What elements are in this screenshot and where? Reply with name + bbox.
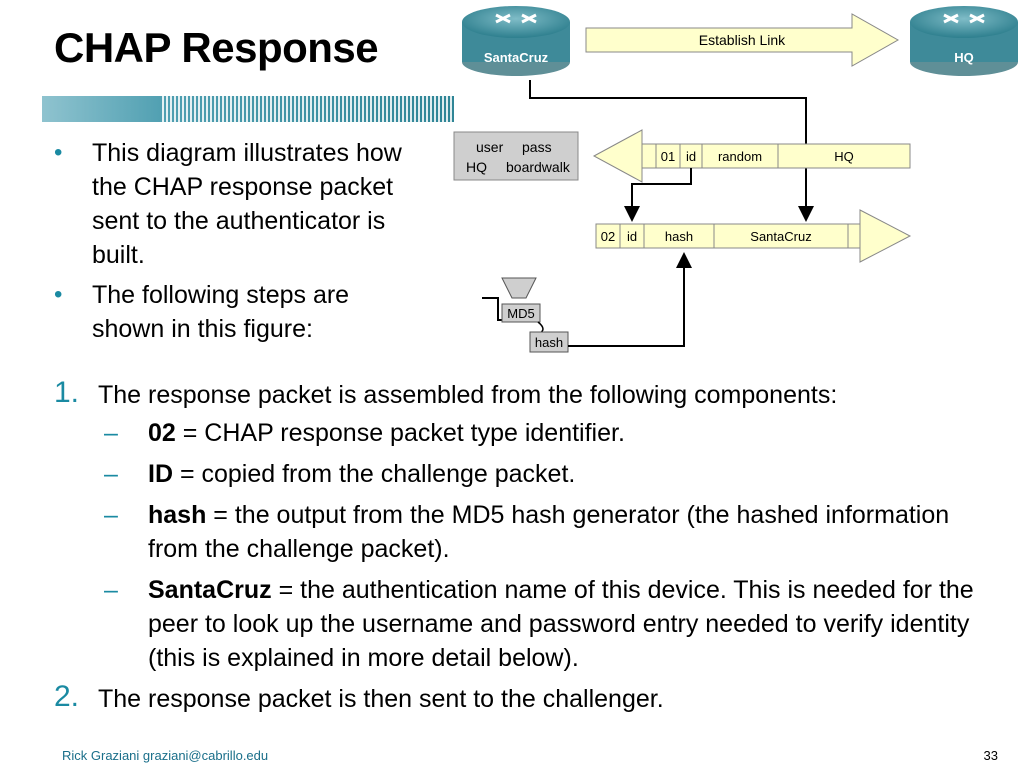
step-item: 1. The response packet is assembled from… <box>54 376 994 412</box>
subitem-desc: = the output from the MD5 hash generator… <box>148 501 950 563</box>
intro-bullets: • This diagram illustrates how the CHAP … <box>54 136 414 352</box>
challenge-field-name: HQ <box>834 149 854 164</box>
dash-glyph: – <box>104 419 118 447</box>
subitem-desc: = the authentication name of this device… <box>148 576 974 672</box>
router-hq-label: HQ <box>954 50 974 65</box>
table-header-pass: pass <box>522 139 552 155</box>
incoming-arrow-icon <box>592 129 643 183</box>
outgoing-arrow-icon <box>859 209 912 263</box>
hash-output-label: hash <box>535 335 563 350</box>
subitem: – hash = the output from the MD5 hash ge… <box>54 498 994 566</box>
table-row-user: HQ <box>466 159 487 175</box>
establish-link-arrow: Establish Link <box>585 13 900 67</box>
subitem-desc: = CHAP response packet type identifier. <box>175 419 625 447</box>
response-field-id: id <box>627 229 637 244</box>
establish-link-label: Establish Link <box>699 32 786 48</box>
subitem: – ID = copied from the challenge packet. <box>54 457 994 491</box>
step-text: The response packet is assembled from th… <box>98 381 838 409</box>
challenge-packet: 01 id random HQ <box>655 143 911 169</box>
dash-glyph: – <box>104 501 118 529</box>
user-password-table: user pass HQ boardwalk <box>453 131 579 181</box>
router-santacruz-icon: SantaCruz <box>462 6 570 76</box>
step-subitems: – 02 = CHAP response packet type identif… <box>54 416 994 675</box>
table-row-pass: boardwalk <box>506 159 571 175</box>
bullet-item: • The following steps are shown in this … <box>54 278 414 346</box>
response-field-hash: hash <box>665 229 693 244</box>
footer-page-number: 33 <box>983 748 998 763</box>
subitem-term: ID <box>148 460 173 488</box>
subitem-term: 02 <box>148 419 176 447</box>
step-number: 2. <box>54 680 80 713</box>
step-text: The response packet is then sent to the … <box>98 685 664 713</box>
router-hq-icon: HQ <box>910 6 1018 76</box>
response-field-name: SantaCruz <box>750 229 811 244</box>
footer-author: Rick Graziani graziani@cabrillo.edu <box>62 748 269 763</box>
bullet-dot: • <box>54 281 63 308</box>
step-number: 1. <box>54 376 80 409</box>
bullet-text: The following steps are shown in this fi… <box>92 281 350 343</box>
bullet-text: This diagram illustrates how the CHAP re… <box>92 139 402 269</box>
router-santacruz-label: SantaCruz <box>484 50 549 65</box>
challenge-field-random: random <box>718 149 762 164</box>
subitem: – SantaCruz = the authentication name of… <box>54 573 994 675</box>
dash-glyph: – <box>104 460 118 488</box>
dash-glyph: – <box>104 576 118 604</box>
bullet-item: • This diagram illustrates how the CHAP … <box>54 136 414 272</box>
md5-generator-icon: MD5 hash <box>482 277 569 353</box>
subitem-term: SantaCruz <box>148 576 272 604</box>
step-item: 2. The response packet is then sent to t… <box>54 680 994 716</box>
md5-label: MD5 <box>507 306 534 321</box>
subitem-desc: = copied from the challenge packet. <box>173 460 576 488</box>
response-packet: 02 id hash SantaCruz <box>595 223 849 249</box>
challenge-field-id: id <box>686 149 696 164</box>
subitem: – 02 = CHAP response packet type identif… <box>54 416 994 450</box>
title-decoration-bar <box>42 96 454 122</box>
challenge-field-code: 01 <box>661 149 675 164</box>
chap-response-diagram: SantaCruz HQ Establish Link user pass HQ… <box>453 6 1018 353</box>
table-header-user: user <box>476 139 504 155</box>
subitem-term: hash <box>148 501 207 529</box>
response-field-code: 02 <box>601 229 615 244</box>
slide-title: CHAP Response <box>54 24 379 71</box>
steps-list: 1. The response packet is assembled from… <box>54 376 994 716</box>
bullet-dot: • <box>54 139 63 166</box>
